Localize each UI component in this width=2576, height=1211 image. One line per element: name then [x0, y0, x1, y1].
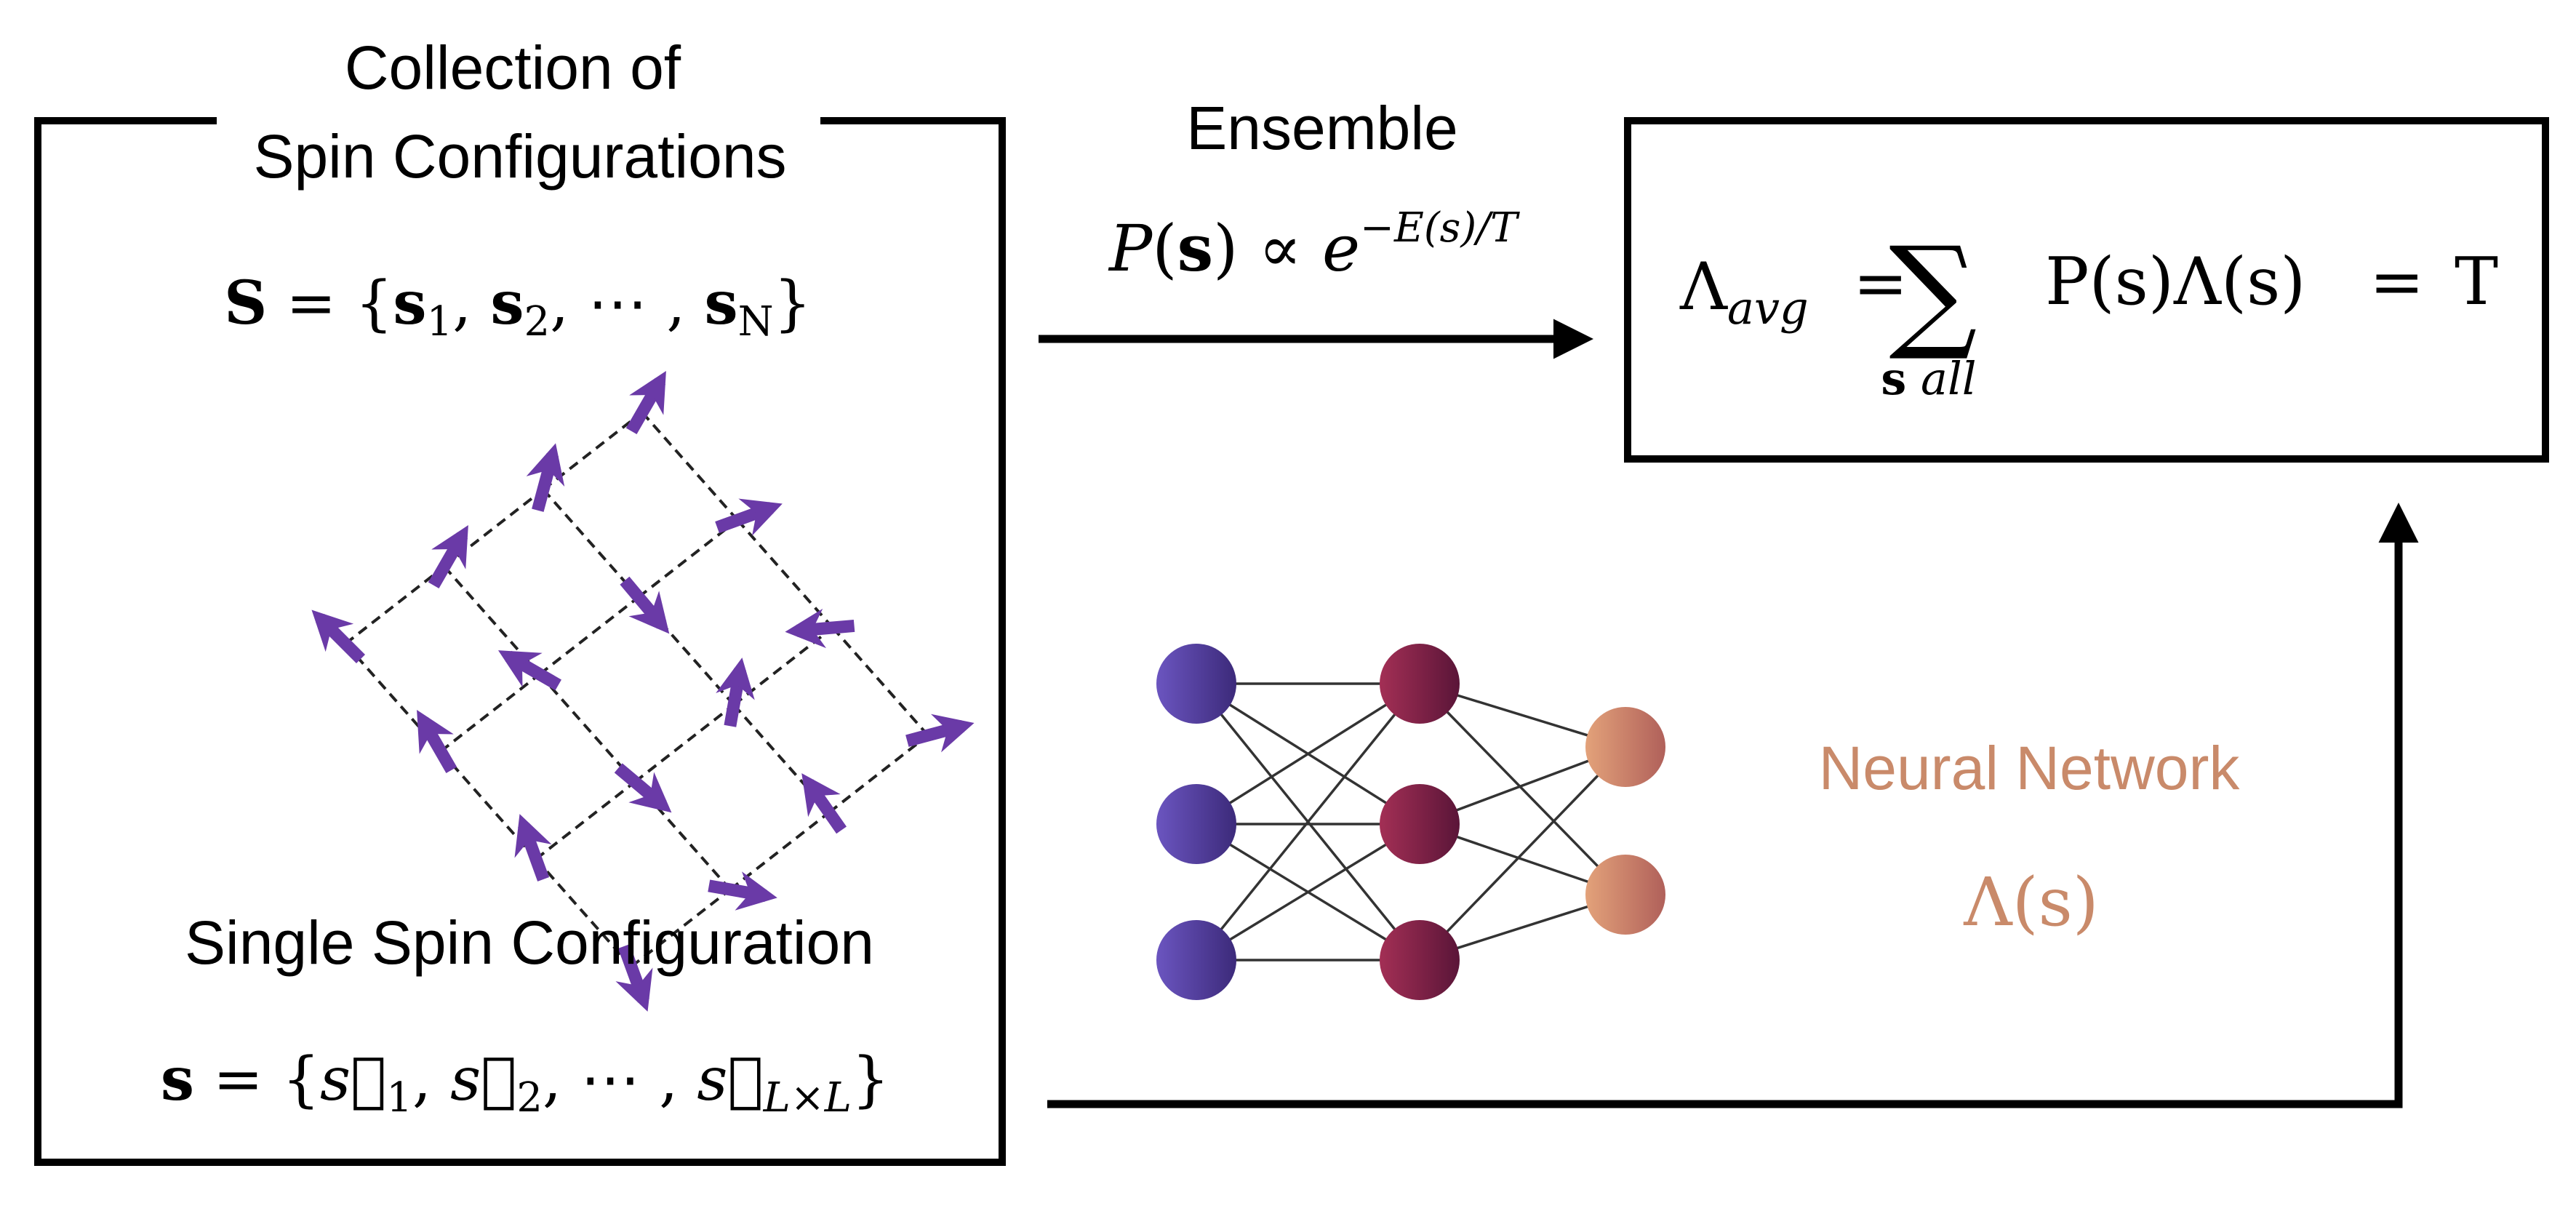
output-neuron — [1585, 855, 1665, 935]
left-box-border — [34, 117, 1006, 1166]
spin-arrow-icon — [497, 650, 561, 691]
result-box — [1624, 117, 2549, 463]
single-config-formula: s = {s⃗1, s⃗2, ⋯ , s⃗L×L} — [161, 1044, 889, 1122]
input-neuron — [1156, 920, 1236, 1000]
lattice-bond — [637, 519, 739, 599]
left-box-title-line2: Spin Configurations — [253, 122, 786, 191]
spin-arrow-icon — [785, 608, 855, 649]
lattice-bond — [542, 488, 640, 599]
network-connection — [1196, 682, 1420, 826]
lattice-bond — [439, 673, 541, 753]
hidden-neuron — [1380, 920, 1460, 1000]
equals-sign: = — [1853, 245, 1908, 321]
lattice-bond — [443, 565, 541, 676]
lattice-bond — [641, 411, 739, 521]
result-formula: Λavg = ∑ s all P(s)Λ(s) = T — [1679, 220, 2498, 405]
equals-sign-2: = — [2369, 244, 2424, 320]
spin-arrow-icon — [417, 709, 457, 773]
network-connection — [1418, 746, 1627, 962]
spin-arrow-icon — [614, 763, 672, 813]
lattice-bond — [535, 780, 636, 860]
network-connection — [1418, 682, 1627, 896]
lattice-bond — [630, 888, 732, 968]
single-config-label: Single Spin Configuration — [185, 908, 874, 977]
spin-arrow-icon — [615, 944, 653, 1012]
network-to-result-arrow — [1047, 503, 2419, 1108]
spin-arrow-icon — [625, 370, 666, 434]
neural-network-function: Λ(s) — [1963, 863, 2098, 941]
spin-arrow-icon — [905, 714, 975, 753]
spin-arrow-icon — [708, 871, 777, 911]
lattice-bond — [535, 858, 633, 968]
spin-arrow-icon — [716, 658, 755, 727]
sum-symbol: ∑ — [1889, 220, 1977, 364]
neural-network — [1156, 644, 1665, 1000]
lattice-bond — [831, 626, 929, 737]
spin-arrow-icon — [526, 443, 565, 512]
lattice-bond — [736, 519, 834, 629]
spin-arrow-icon — [715, 498, 783, 536]
lattice-bond — [633, 703, 735, 783]
temperature-rhs: T — [2455, 244, 2498, 320]
lattice-bond — [344, 565, 446, 645]
input-neuron — [1156, 644, 1236, 724]
hidden-neuron — [1380, 644, 1460, 724]
spin-lattice — [311, 370, 975, 1012]
ensemble-label: Ensemble — [1186, 94, 1458, 162]
lattice-bond — [828, 734, 929, 814]
ensemble-formula: P(s) ∝ e−E(s)/T — [1108, 204, 1520, 286]
lattice-bond — [538, 596, 640, 676]
lattice-bond — [732, 626, 834, 706]
lattice-bond — [538, 673, 636, 783]
left-box-title-line1: Collection of — [345, 33, 681, 102]
sum-term: P(s)Λ(s) — [2045, 244, 2305, 320]
spin-arrow-icon — [428, 524, 468, 588]
collection-formula: S = {s1, s2, ⋯ , sN} — [224, 268, 812, 345]
input-neuron — [1156, 784, 1236, 864]
lattice-bond — [443, 488, 545, 568]
hidden-neuron — [1380, 784, 1460, 864]
lattice-bond — [729, 811, 831, 891]
neural-network-label: Neural Network — [1819, 734, 2241, 802]
spin-arrow-icon — [514, 814, 552, 882]
spin-arrow-icon — [311, 610, 366, 664]
output-neuron — [1585, 707, 1665, 787]
lattice-bond — [542, 411, 644, 491]
spin-arrow-icon — [801, 773, 847, 834]
spin-arrow-icon — [620, 576, 670, 634]
lambda-avg: Λavg — [1679, 249, 1809, 335]
network-connection — [1195, 682, 1421, 962]
sum-subscript: s all — [1881, 352, 1976, 405]
network-connection — [1196, 823, 1420, 962]
